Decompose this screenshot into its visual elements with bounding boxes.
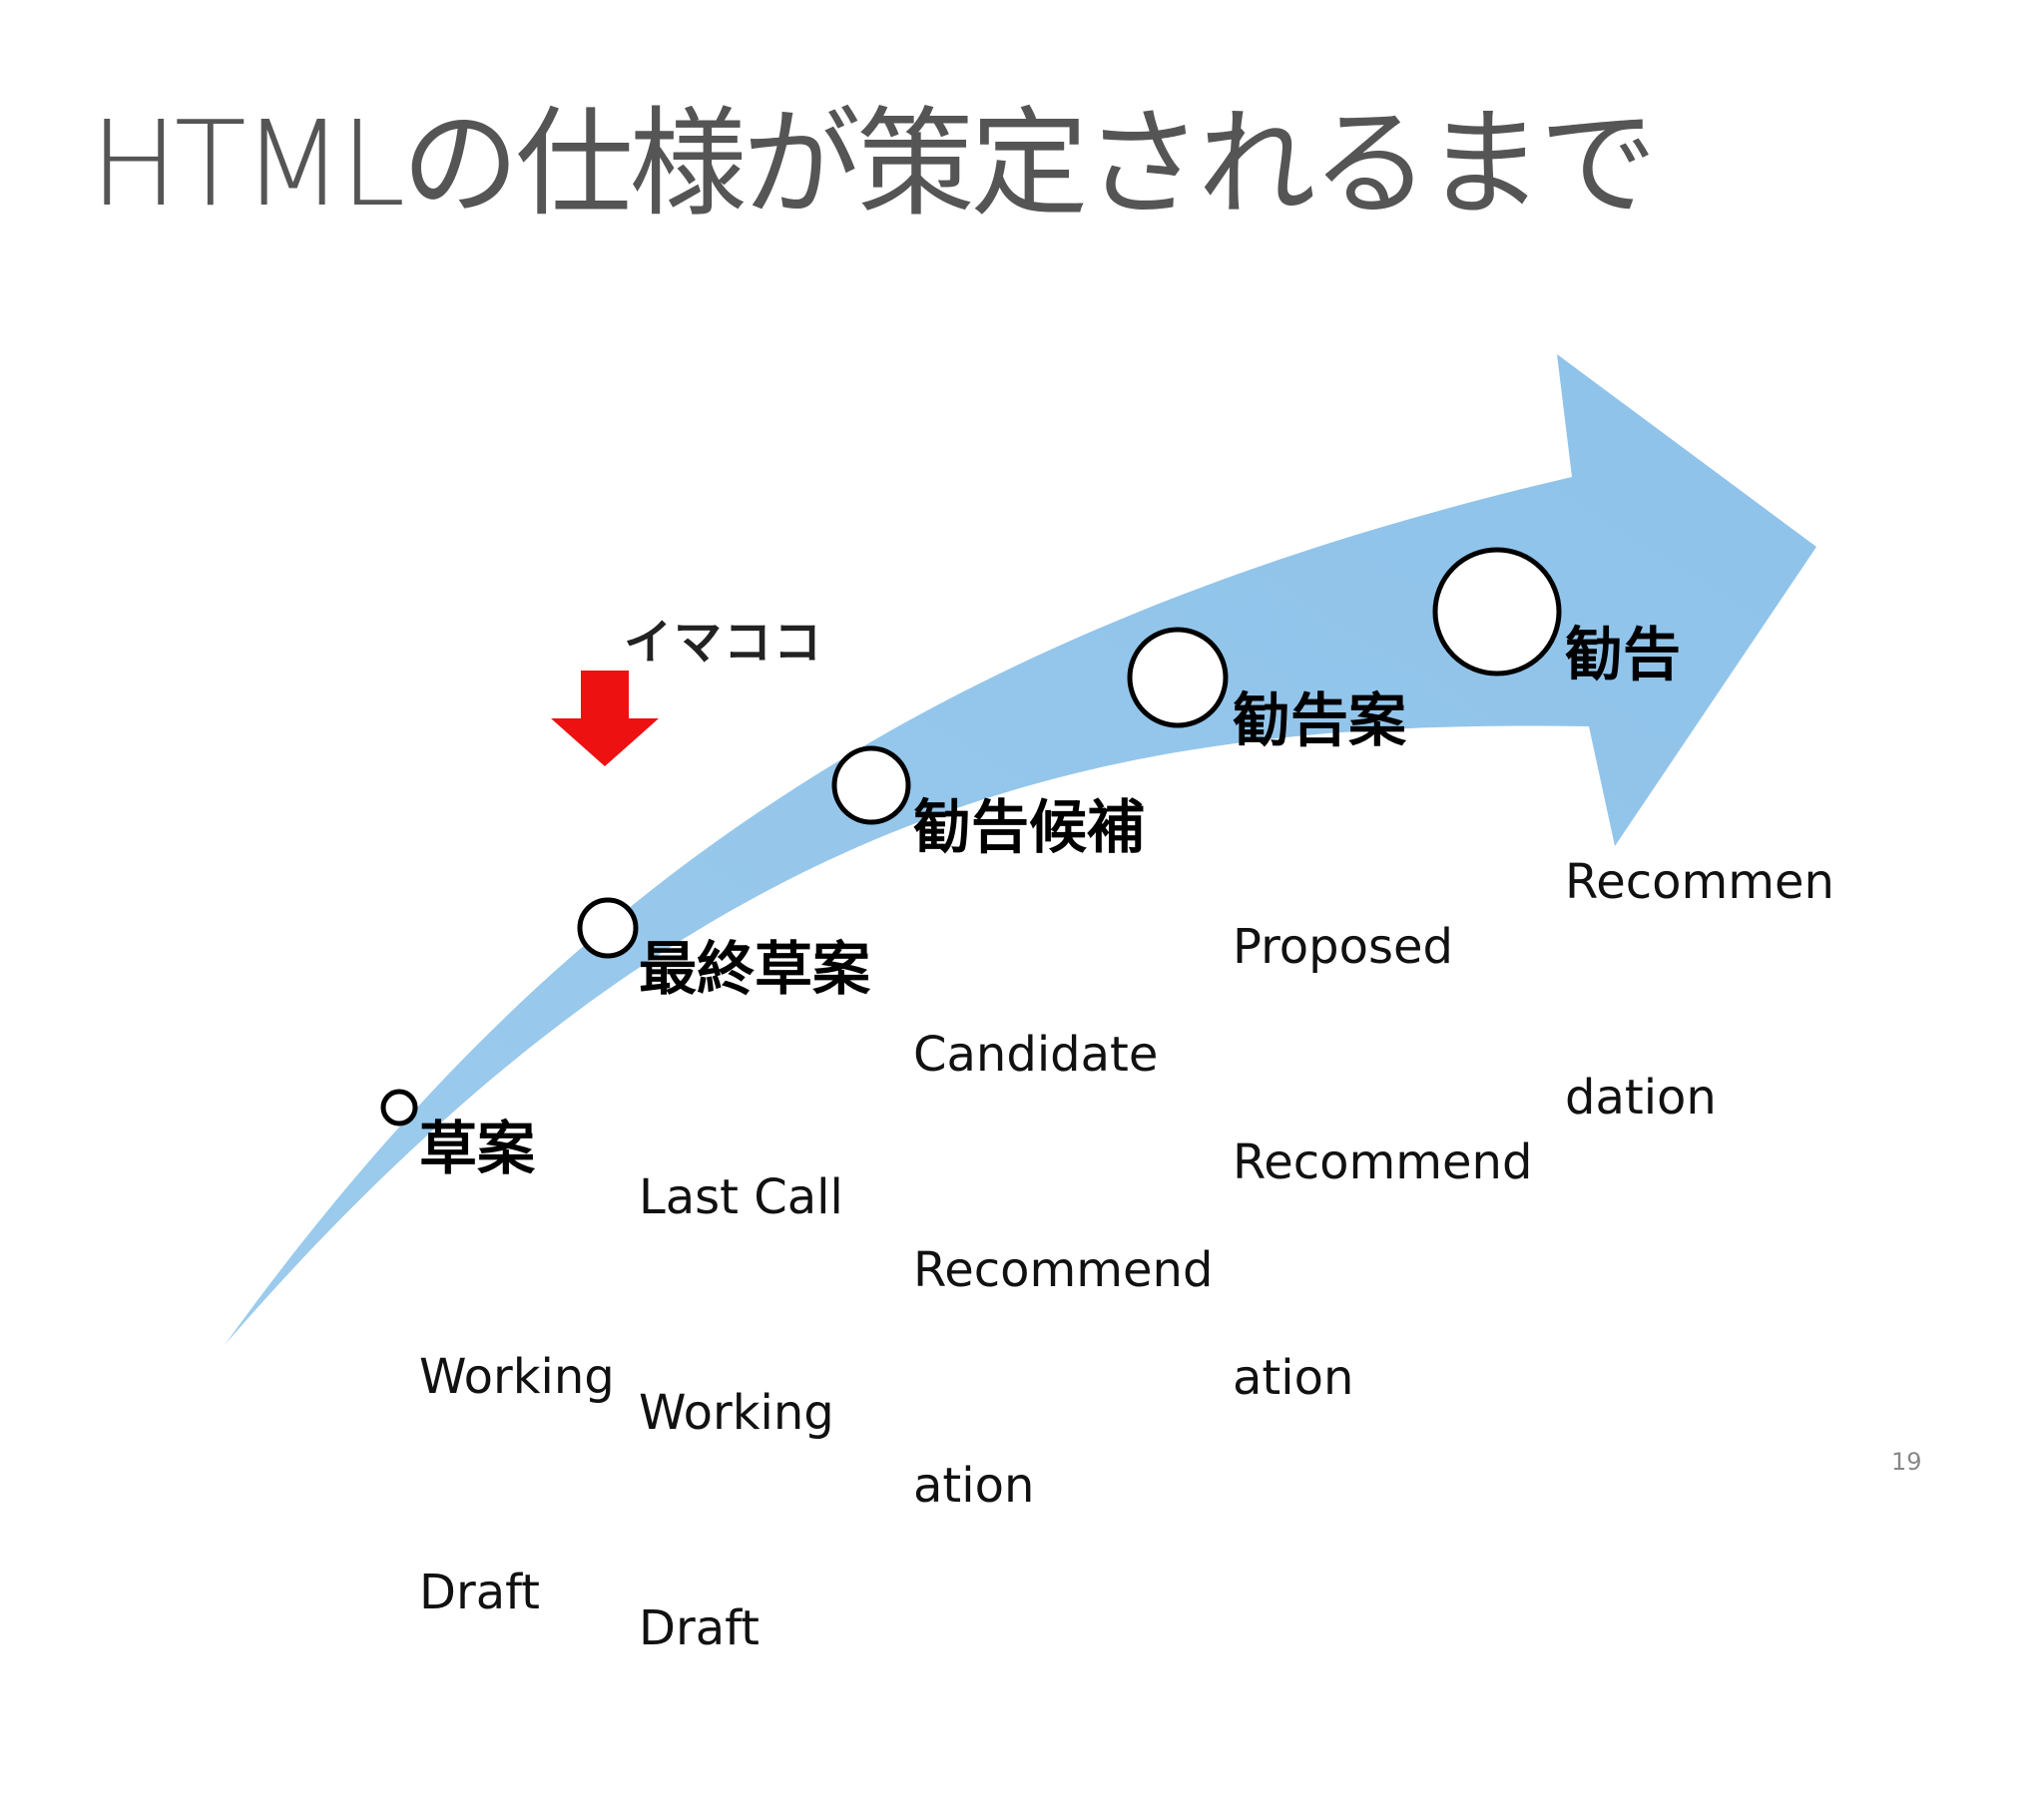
- stage-en-line: Recommend: [1233, 1134, 1533, 1190]
- stage-circle-candidate: [831, 745, 911, 825]
- stage-en-line: dation: [1565, 1070, 1717, 1126]
- stage-circle-recommendation: [1432, 547, 1562, 677]
- current-marker-label: イマココ: [624, 615, 824, 671]
- stage-en-line: Draft: [639, 1600, 760, 1656]
- stage-circle-proposed: [1127, 627, 1229, 728]
- stage-en-proposed: Proposed Recommend ation: [1233, 767, 1532, 1558]
- stage-label-draft: 草案: [419, 1115, 536, 1182]
- stage-en-draft: Working Draft: [419, 1197, 615, 1772]
- stage-en-line: Recommen: [1565, 854, 1834, 910]
- stage-circle-last-call: [577, 897, 639, 959]
- progress-diagram: [225, 354, 1816, 1345]
- stage-en-last-call: Last Call Working Draft: [639, 1018, 843, 1808]
- slide-title: HTMLの仕様が策定されるまで: [90, 95, 1657, 232]
- stage-en-line: Proposed: [1233, 919, 1453, 975]
- stage-en-line: Candidate: [913, 1027, 1159, 1083]
- stage-label-candidate: 勧告候補: [913, 793, 1146, 861]
- stage-en-line: Working: [419, 1349, 615, 1405]
- stage-en-recommendation: Recommen dation: [1565, 702, 1834, 1277]
- progress-arrow: [225, 354, 1816, 1345]
- slide: HTMLの仕様が策定されるまで イマココ 草案 Working Draft 最終…: [90, 95, 1922, 1656]
- stage-label-last-call: 最終草案: [639, 935, 871, 1003]
- stage-en-line: ation: [1233, 1350, 1354, 1406]
- stage-en-line: Recommend: [913, 1242, 1214, 1298]
- stage-en-line: Last Call: [639, 1169, 843, 1225]
- stage-en-line: Working: [639, 1385, 834, 1441]
- stage-circle-draft: [380, 1089, 418, 1127]
- stage-en-line: ation: [913, 1458, 1035, 1514]
- stage-en-candidate: Candidate Recommend ation: [913, 875, 1213, 1665]
- page-number: 19: [1891, 1448, 1922, 1476]
- stage-label-recommendation: 勧告: [1565, 621, 1682, 688]
- current-marker-arrow: [551, 671, 659, 766]
- stage-en-line: Draft: [419, 1565, 540, 1620]
- stage-label-proposed: 勧告案: [1233, 686, 1407, 754]
